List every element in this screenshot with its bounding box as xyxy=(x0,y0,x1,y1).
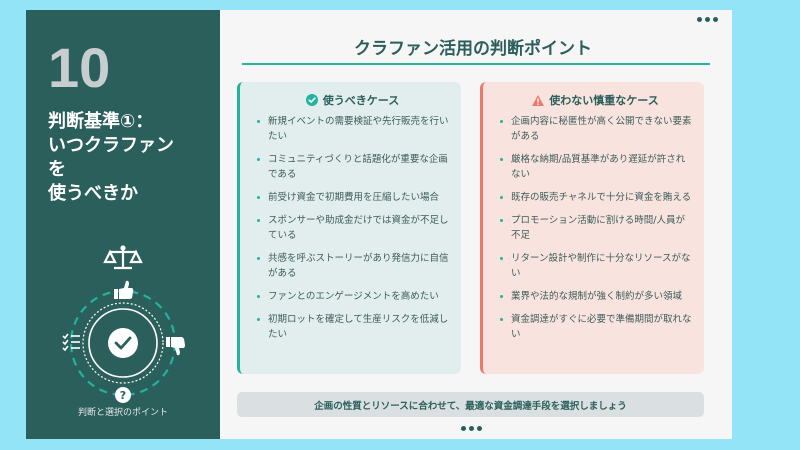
use-case-card: 使うべきケース 新規イベントの需要検証や先行販売を行いたい コミュニティづくりと… xyxy=(237,82,461,374)
title-divider xyxy=(242,63,710,65)
list-item: 業界や法的な規制が強く制約が多い領域 xyxy=(497,289,694,304)
use-card-heading: 使うべきケース xyxy=(254,90,451,110)
page-title: クラファン活用の判断ポイント xyxy=(354,39,592,59)
warning-icon xyxy=(532,94,545,106)
thumbs-down-icon xyxy=(166,337,185,356)
list-item: 新規イベントの需要検証や先行販売を行いたい xyxy=(254,114,451,144)
list-item: 前受け資金で初期費用を圧縮したい場合 xyxy=(254,190,451,205)
graphic-caption: 判断と選択のポイント xyxy=(77,408,168,418)
question-icon: ? xyxy=(115,387,131,403)
check-circle-icon xyxy=(108,328,138,358)
pagination-dots[interactable] xyxy=(461,426,482,431)
decision-graphic: ? xyxy=(62,245,185,403)
thumbs-up-icon xyxy=(114,280,134,299)
use-case-list: 新規イベントの需要検証や先行販売を行いたい コミュニティづくりと話題化が重要な企… xyxy=(254,114,451,342)
left-title: 判断基準①： いつクラファン を 使うべきか xyxy=(48,111,174,204)
list-item: コミュニティづくりと話題化が重要な企画である xyxy=(254,152,451,182)
list-item: 共感を呼ぶストーリーがあり発信力に自信がある xyxy=(254,251,451,281)
slide: 10 判断基準①： いつクラファン を 使うべきか xyxy=(26,10,732,439)
list-item: リターン設計や制作に十分なリソースがない xyxy=(497,251,694,281)
list-item: スポンサーや助成金だけでは資金が不足している xyxy=(254,213,451,243)
use-card-title: 使うべきケース xyxy=(322,94,400,107)
avoid-card-heading: 使わない慎重なケース xyxy=(497,90,694,110)
left-panel: 10 判断基準①： いつクラファン を 使うべきか xyxy=(26,10,220,439)
list-item: プロモーション活動に割ける時間/人員が不足 xyxy=(497,213,694,243)
scale-icon xyxy=(103,245,143,270)
check-circle-icon xyxy=(305,94,318,106)
list-item: 初期ロットを確定して生産リスクを低減したい xyxy=(254,312,451,342)
more-icon[interactable] xyxy=(697,17,718,22)
avoid-case-list: 企画内容に秘匿性が高く公開できない要素がある 厳格な納期/品質基準があり遅延が許… xyxy=(497,114,694,342)
avoid-card-title: 使わない慎重なケース xyxy=(549,94,659,107)
footer-message: 企画の性質とリソースに合わせて、最適な資金調達手段を選択しましょう xyxy=(237,392,704,417)
list-item: 企画内容に秘匿性が高く公開できない要素がある xyxy=(497,114,694,144)
list-item: ファンとのエンゲージメントを高めたい xyxy=(254,289,451,304)
checklist-icon xyxy=(62,333,80,352)
list-item: 厳格な納期/品質基準があり遅延が許されない xyxy=(497,152,694,182)
svg-text:?: ? xyxy=(120,389,126,402)
list-item: 資金調達がすぐに必要で準備期間が取れない xyxy=(497,312,694,342)
list-item: 既存の販売チャネルで十分に資金を賄える xyxy=(497,190,694,205)
slide-number: 10 xyxy=(48,36,111,99)
avoid-case-card: 使わない慎重なケース 企画内容に秘匿性が高く公開できない要素がある 厳格な納期/… xyxy=(480,82,704,374)
main-panel: クラファン活用の判断ポイント 使うべきケース 新規イベントの需要検証や先行販売を… xyxy=(220,10,732,439)
